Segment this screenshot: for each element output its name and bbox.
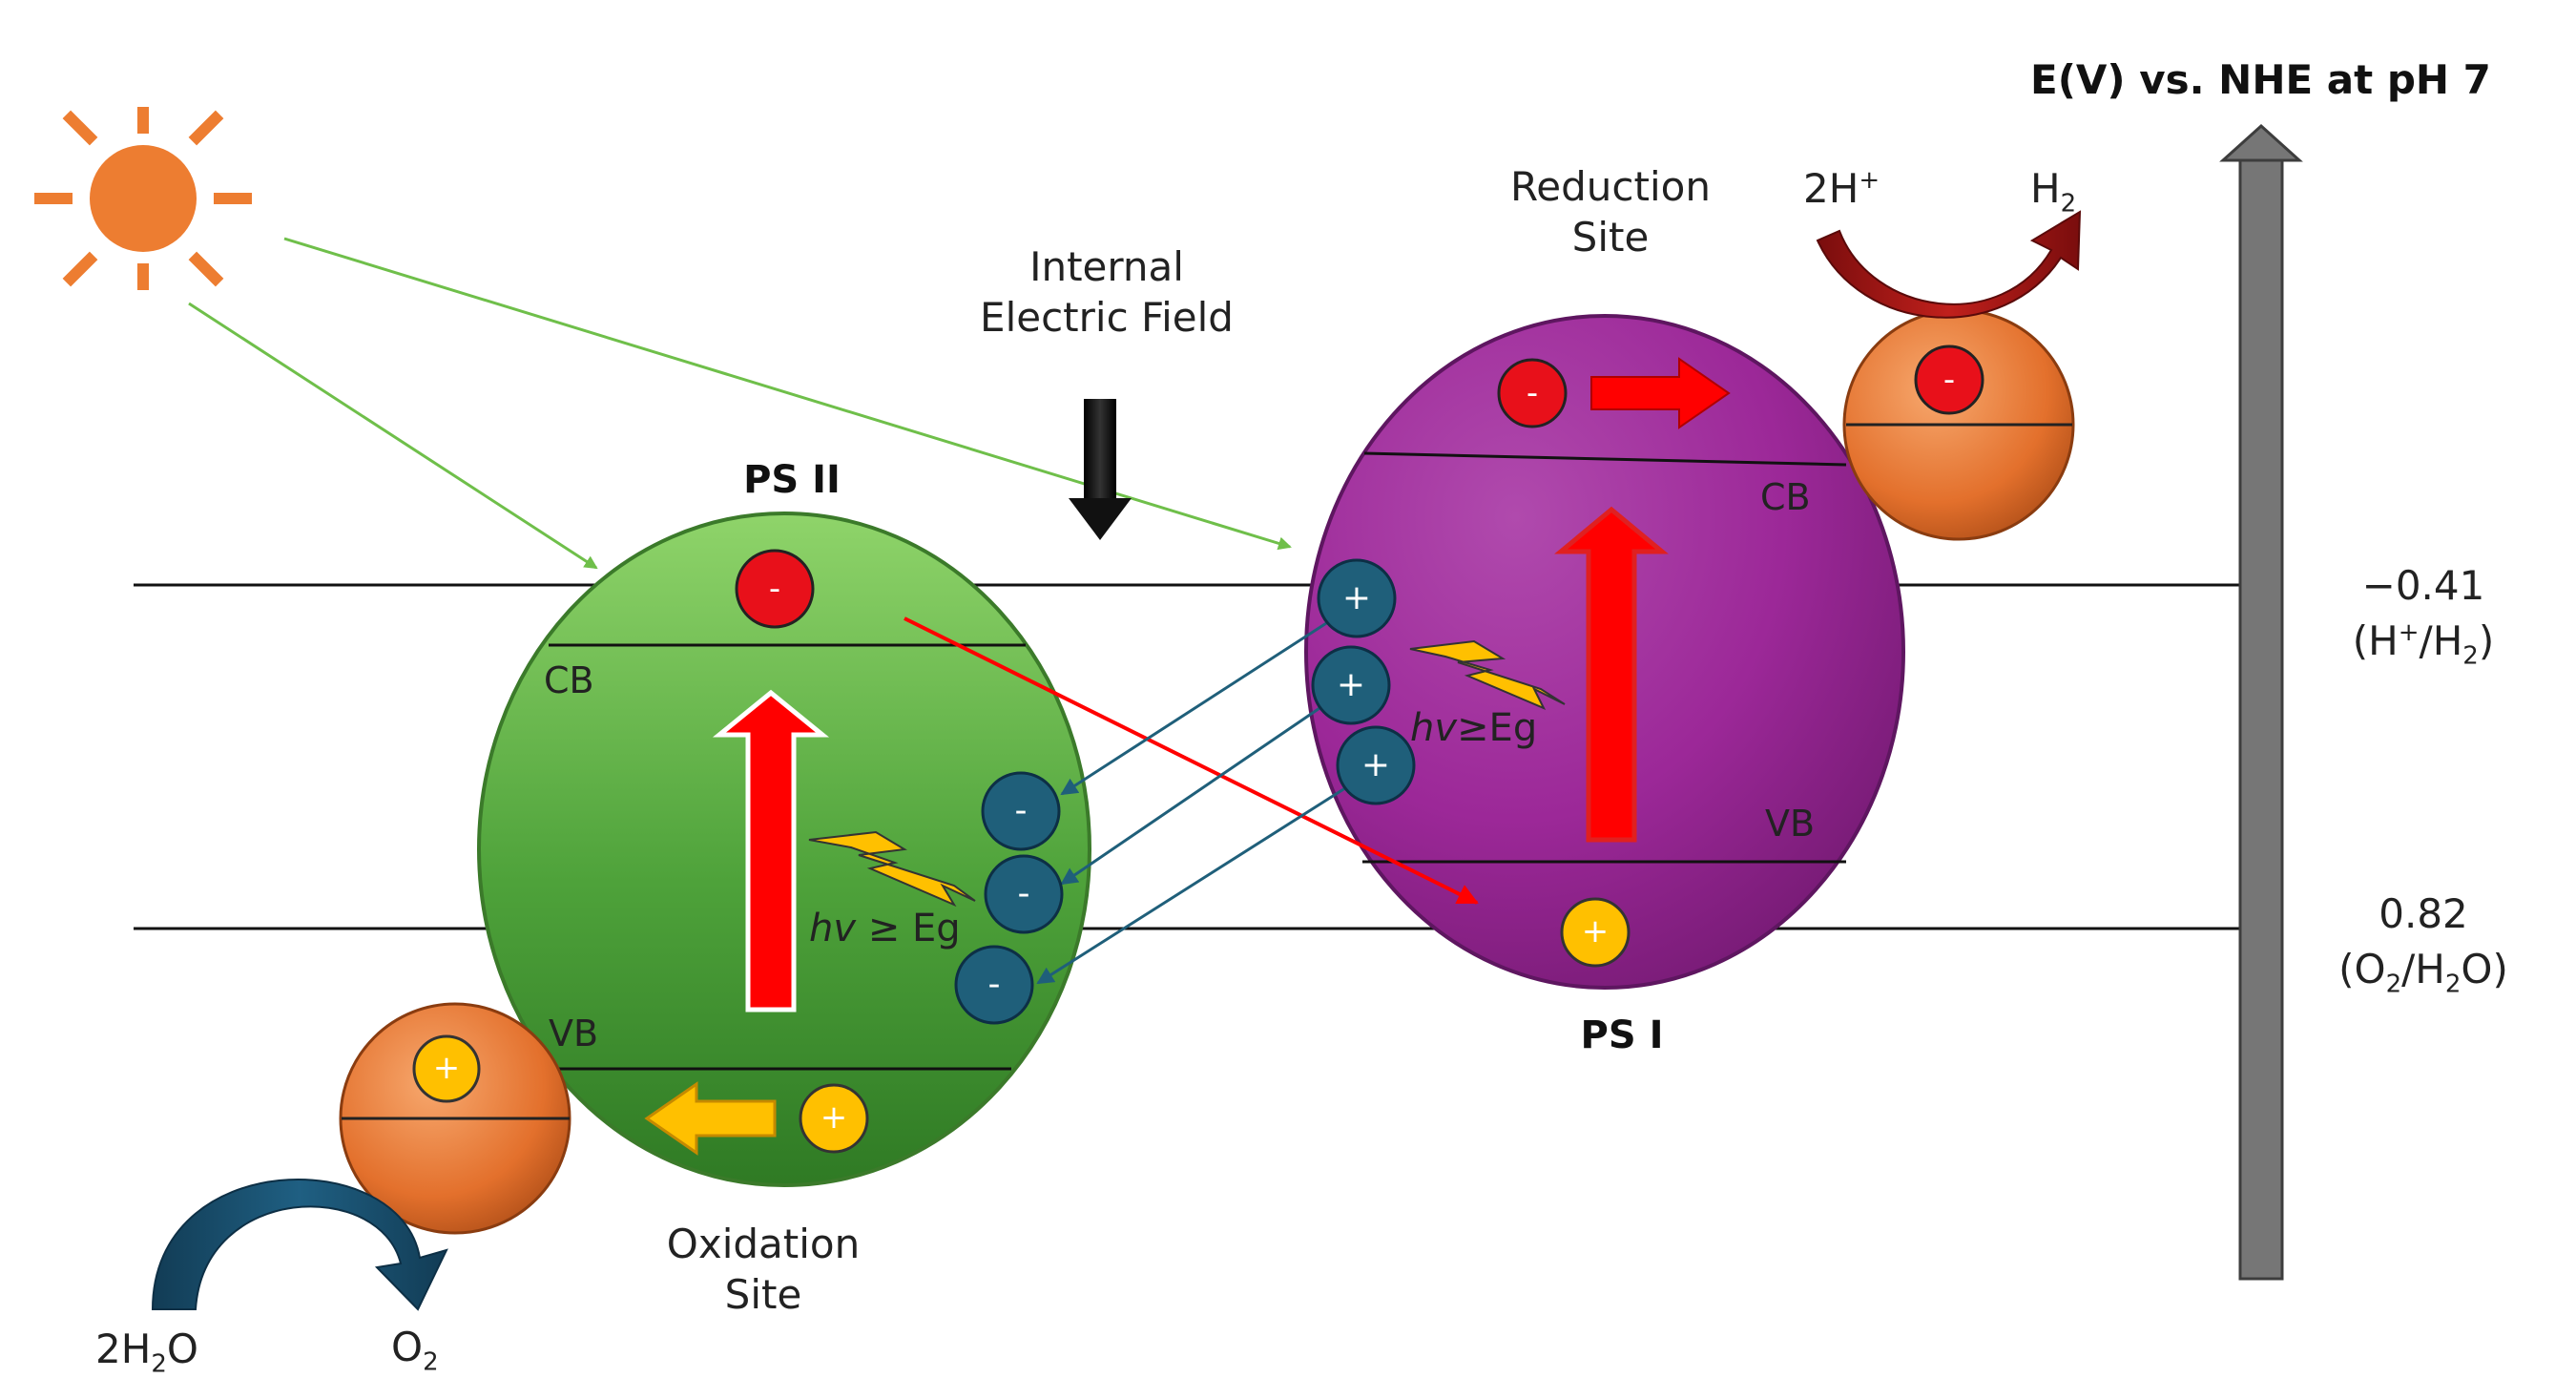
oxidation-reactant: 2H2O [95, 1326, 198, 1379]
ps2-lightning-icon [808, 830, 976, 908]
potential-value-h2: −0.41 [2361, 562, 2485, 609]
z-scheme-recombination-arrow [904, 616, 1479, 905]
oxidation-reaction-arrow [151, 1178, 448, 1311]
ps1-cocatalyst [1842, 308, 2075, 541]
ps2-cocatalyst [339, 1002, 571, 1235]
ps1-cb-label: CB [1760, 476, 1811, 518]
ps2-interface-electron-sign: - [987, 965, 1001, 1004]
ps1-interface-hole-sign: + [1341, 578, 1372, 617]
ps1-vb-hole [1560, 897, 1631, 968]
ps2-cocatalyst-hole-sign: + [432, 1049, 461, 1087]
reduction-product: H2 [2030, 165, 2077, 219]
axis-title: E(V) vs. NHE at pH 7 [2030, 56, 2491, 103]
electric-field-arrow [1069, 399, 1132, 540]
potential-value-o2: 0.82 [2379, 890, 2468, 937]
potential-couple-h2: (H+/H2) [2352, 617, 2495, 671]
ps1-cocatalyst-electron-sign: - [1942, 361, 1956, 399]
interface-transfer-arrow-3 [1036, 784, 1349, 985]
ps2-interface-electron-sign: - [1017, 874, 1030, 913]
potential-axis-arrow [2219, 123, 2303, 1281]
interface-transfer-arrow-2 [1060, 700, 1329, 886]
ps1-excitation-label: hv≥Eg [1410, 706, 1538, 750]
ps1-lightning-icon [1409, 639, 1566, 710]
ps2-interface-electron-sign: - [1014, 791, 1028, 830]
ps1-interface-hole-sign: + [1361, 745, 1391, 784]
reduction-reaction-arrow [1816, 210, 2082, 319]
ps1-excitation-arrow [1554, 506, 1669, 843]
ps2-vb-hole-sign: + [820, 1098, 848, 1137]
ps2-cb-electron [735, 549, 815, 629]
ps2-cocatalyst-hole [412, 1034, 481, 1103]
ps2-vb-label: VB [549, 1013, 599, 1054]
ps1-cb-line [1363, 451, 1847, 467]
ps2-cb-label: CB [544, 659, 594, 701]
ps1-vb-label: VB [1765, 803, 1816, 845]
ps1-electron-transfer-arrow [1590, 357, 1731, 429]
ps1-vb-hole-sign: + [1581, 912, 1610, 950]
ps1-cocatalyst-electron [1914, 345, 1984, 415]
ps2-vb-hole [799, 1083, 869, 1154]
oxidation-product: O2 [391, 1324, 439, 1377]
ps1-cb-electron [1497, 358, 1568, 428]
ps1-interface-holes [1311, 558, 1416, 805]
light-ray-ps1 [283, 237, 1292, 551]
potential-couple-o2: (O2/H2O) [2338, 946, 2508, 999]
ps2-interface-electrons [954, 771, 1064, 1025]
ps2-name: PS II [743, 458, 841, 502]
ps2-excitation-arrow [712, 689, 830, 1013]
sun-icon [34, 107, 252, 290]
ps1-name: PS I [1580, 1013, 1664, 1057]
ps1-interface-hole-sign: + [1336, 665, 1366, 704]
light-ray-ps2 [188, 302, 598, 570]
reduction-reactant: 2H+ [1803, 165, 1880, 212]
ps2-excitation-label: hv ≥ Eg [809, 907, 961, 950]
ps1-cb-electron-sign: - [1526, 374, 1539, 412]
ps2-hole-transfer-arrow [644, 1081, 777, 1156]
ps2-cb-electron-sign: - [768, 570, 781, 608]
interface-transfer-arrow-1 [1060, 616, 1335, 796]
